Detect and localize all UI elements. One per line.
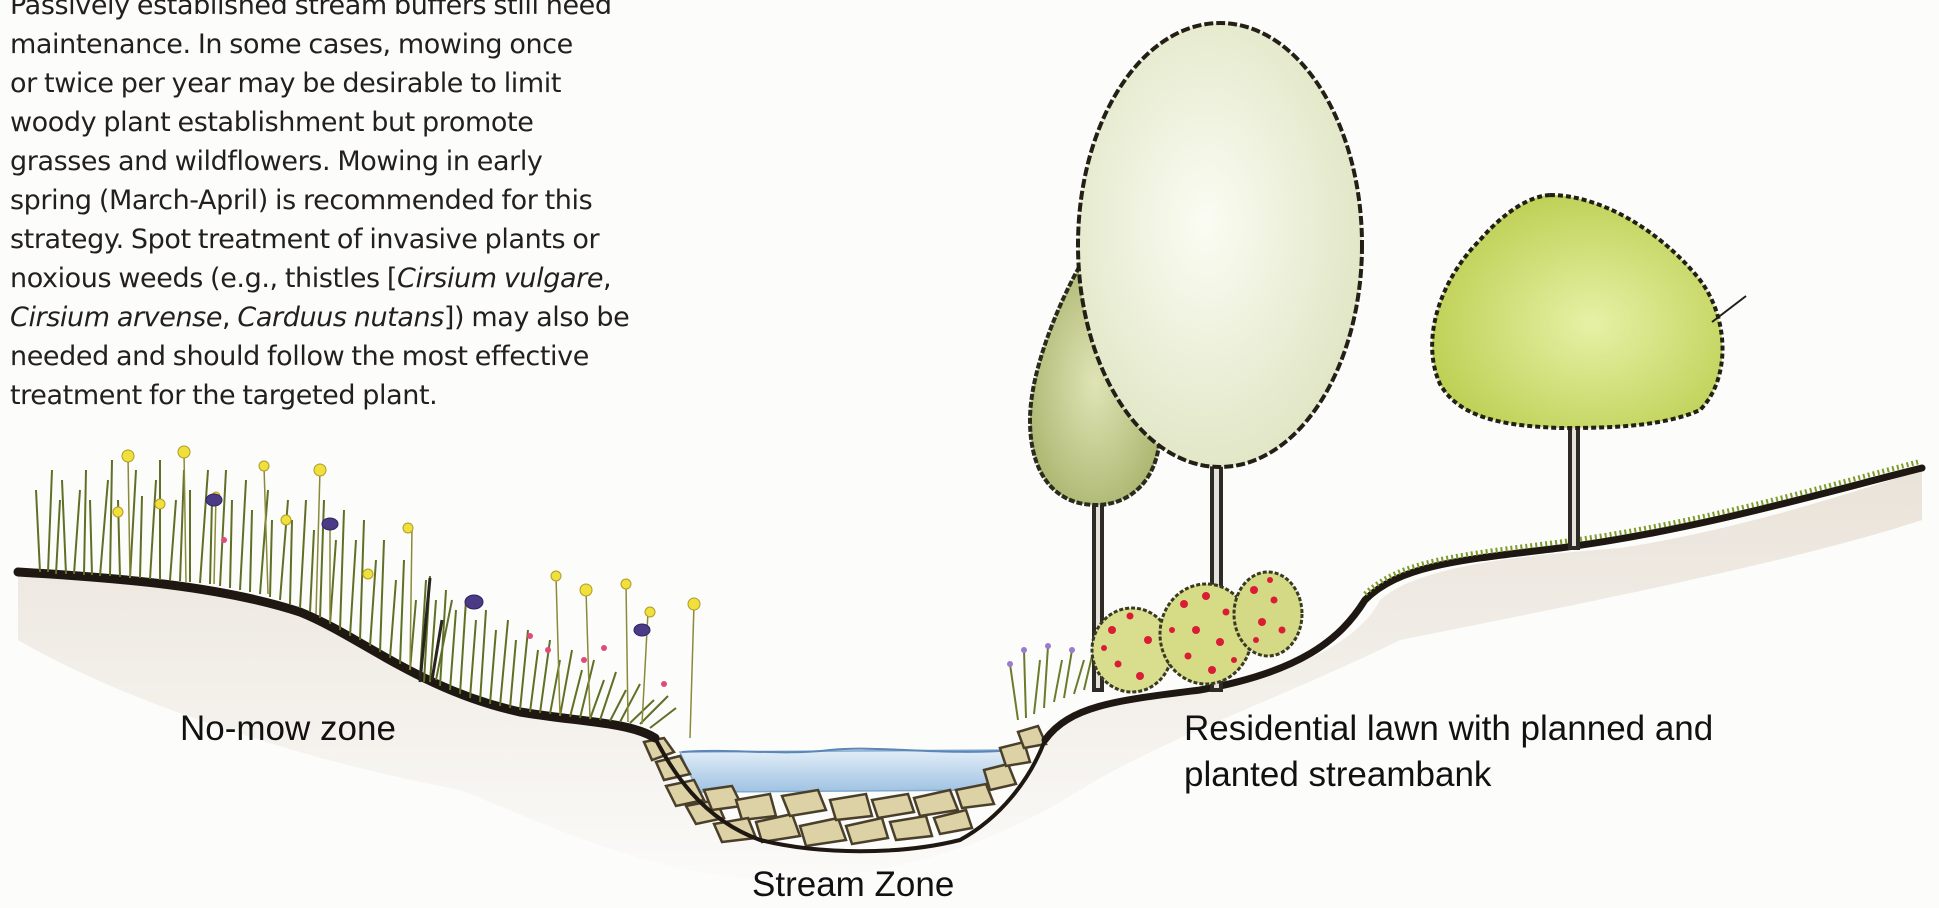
bank-flowers — [1007, 643, 1075, 667]
residential-label-line: planted streambank — [1184, 752, 1784, 798]
paragraph-line: noxious weeds (e.g., thistles [Cirsium v… — [10, 259, 630, 298]
paragraph-line: Passively established stream buffers sti… — [10, 0, 630, 25]
species-name-italic: Cirsium arvense — [10, 302, 222, 333]
paragraph-line: treatment for the targeted plant. — [10, 376, 630, 415]
paragraph-line: spring (March-April) is recommended for … — [10, 181, 630, 220]
species-name-italic: Cirsium vulgare — [397, 263, 603, 294]
residential-label-line: Residential lawn with planned and — [1184, 706, 1784, 752]
paragraph-line: strategy. Spot treatment of invasive pla… — [10, 220, 630, 259]
maintenance-paragraph: Passively established stream buffers sti… — [10, 0, 630, 415]
stream-zone-label: Stream Zone — [752, 862, 954, 908]
paragraph-line: needed and should follow the most effect… — [10, 337, 630, 376]
paragraph-line: or twice per year may be desirable to li… — [10, 64, 630, 103]
paragraph-line: Cirsium arvense, Carduus nutans]) may al… — [10, 298, 630, 337]
pale-tree-canopy — [1078, 23, 1362, 467]
species-name-italic: Carduus nutans — [237, 302, 443, 333]
paragraph-line: grasses and wildflowers. Mowing in early — [10, 142, 630, 181]
lime-tree-canopy — [1432, 195, 1722, 428]
text-run: noxious weeds (e.g., thistles [ — [10, 263, 397, 294]
text-run: , — [603, 263, 611, 294]
residential-lawn-label: Residential lawn with planned and plante… — [1184, 706, 1784, 798]
text-run: , — [222, 302, 237, 333]
bank-grasses — [1010, 646, 1092, 720]
no-mow-zone-label: No-mow zone — [180, 706, 396, 752]
text-run: ]) may also be — [444, 302, 629, 333]
paragraph-line: maintenance. In some cases, mowing once — [10, 25, 630, 64]
paragraph-line: woody plant establishment but promote — [10, 103, 630, 142]
